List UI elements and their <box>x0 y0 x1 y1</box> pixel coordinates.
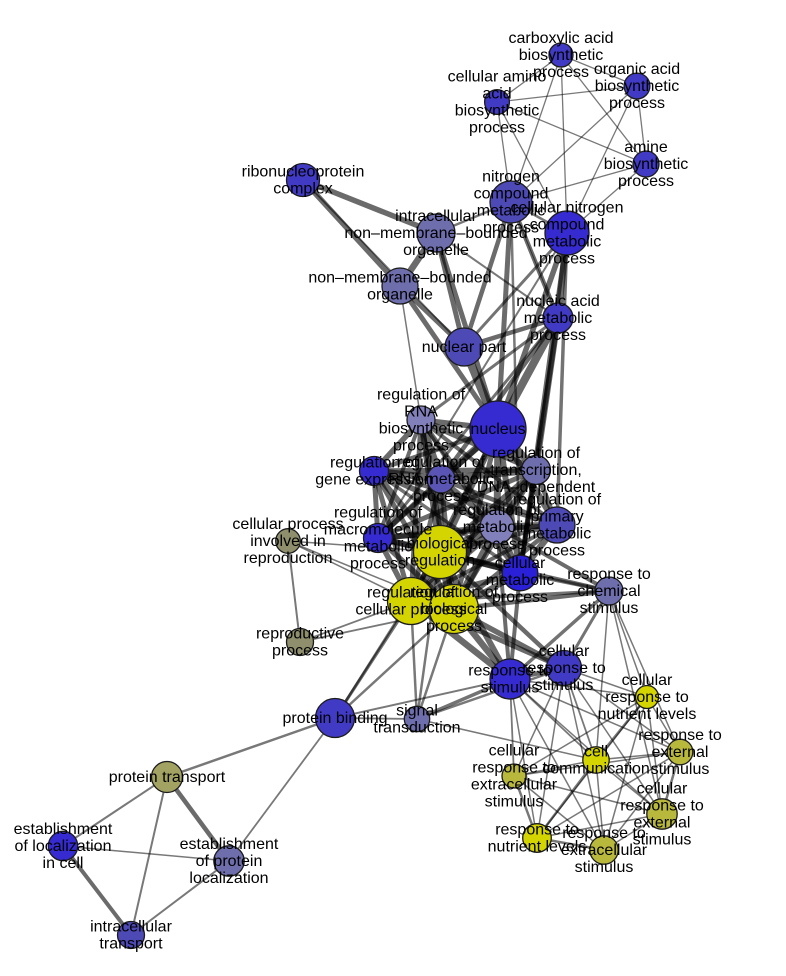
svg-text:protein transport: protein transport <box>109 769 226 786</box>
svg-text:protein binding: protein binding <box>283 710 388 727</box>
svg-text:nucleus: nucleus <box>470 421 525 438</box>
svg-text:nuclear part: nuclear part <box>422 339 507 356</box>
